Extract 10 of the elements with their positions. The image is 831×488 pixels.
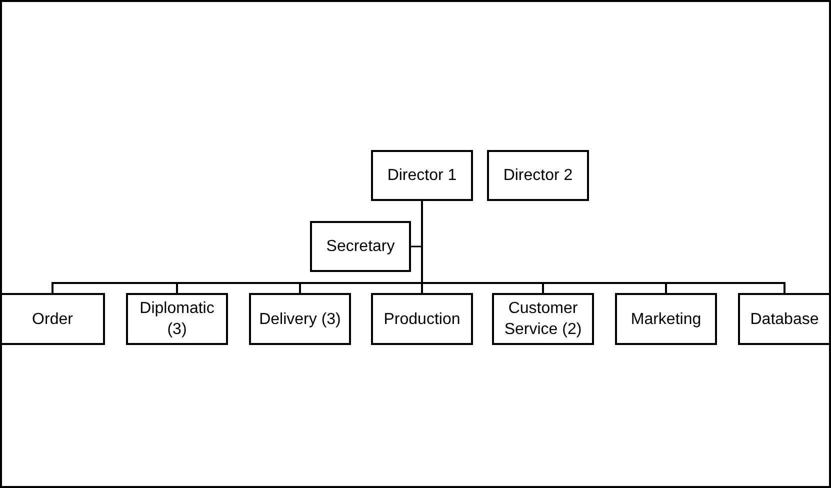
org-box: Marketing [615, 293, 717, 345]
org-box: Delivery (3) [249, 293, 351, 345]
org-box: Diplomatic (3) [126, 293, 228, 345]
org-box: Secretary [310, 221, 411, 272]
org-box: Database [738, 293, 831, 345]
org-box: Production [371, 293, 473, 345]
org-box: Director 1 [371, 150, 473, 201]
org-box: Customer Service (2) [492, 293, 594, 345]
org-box: Order [0, 293, 105, 345]
org-box: Director 2 [487, 150, 589, 201]
